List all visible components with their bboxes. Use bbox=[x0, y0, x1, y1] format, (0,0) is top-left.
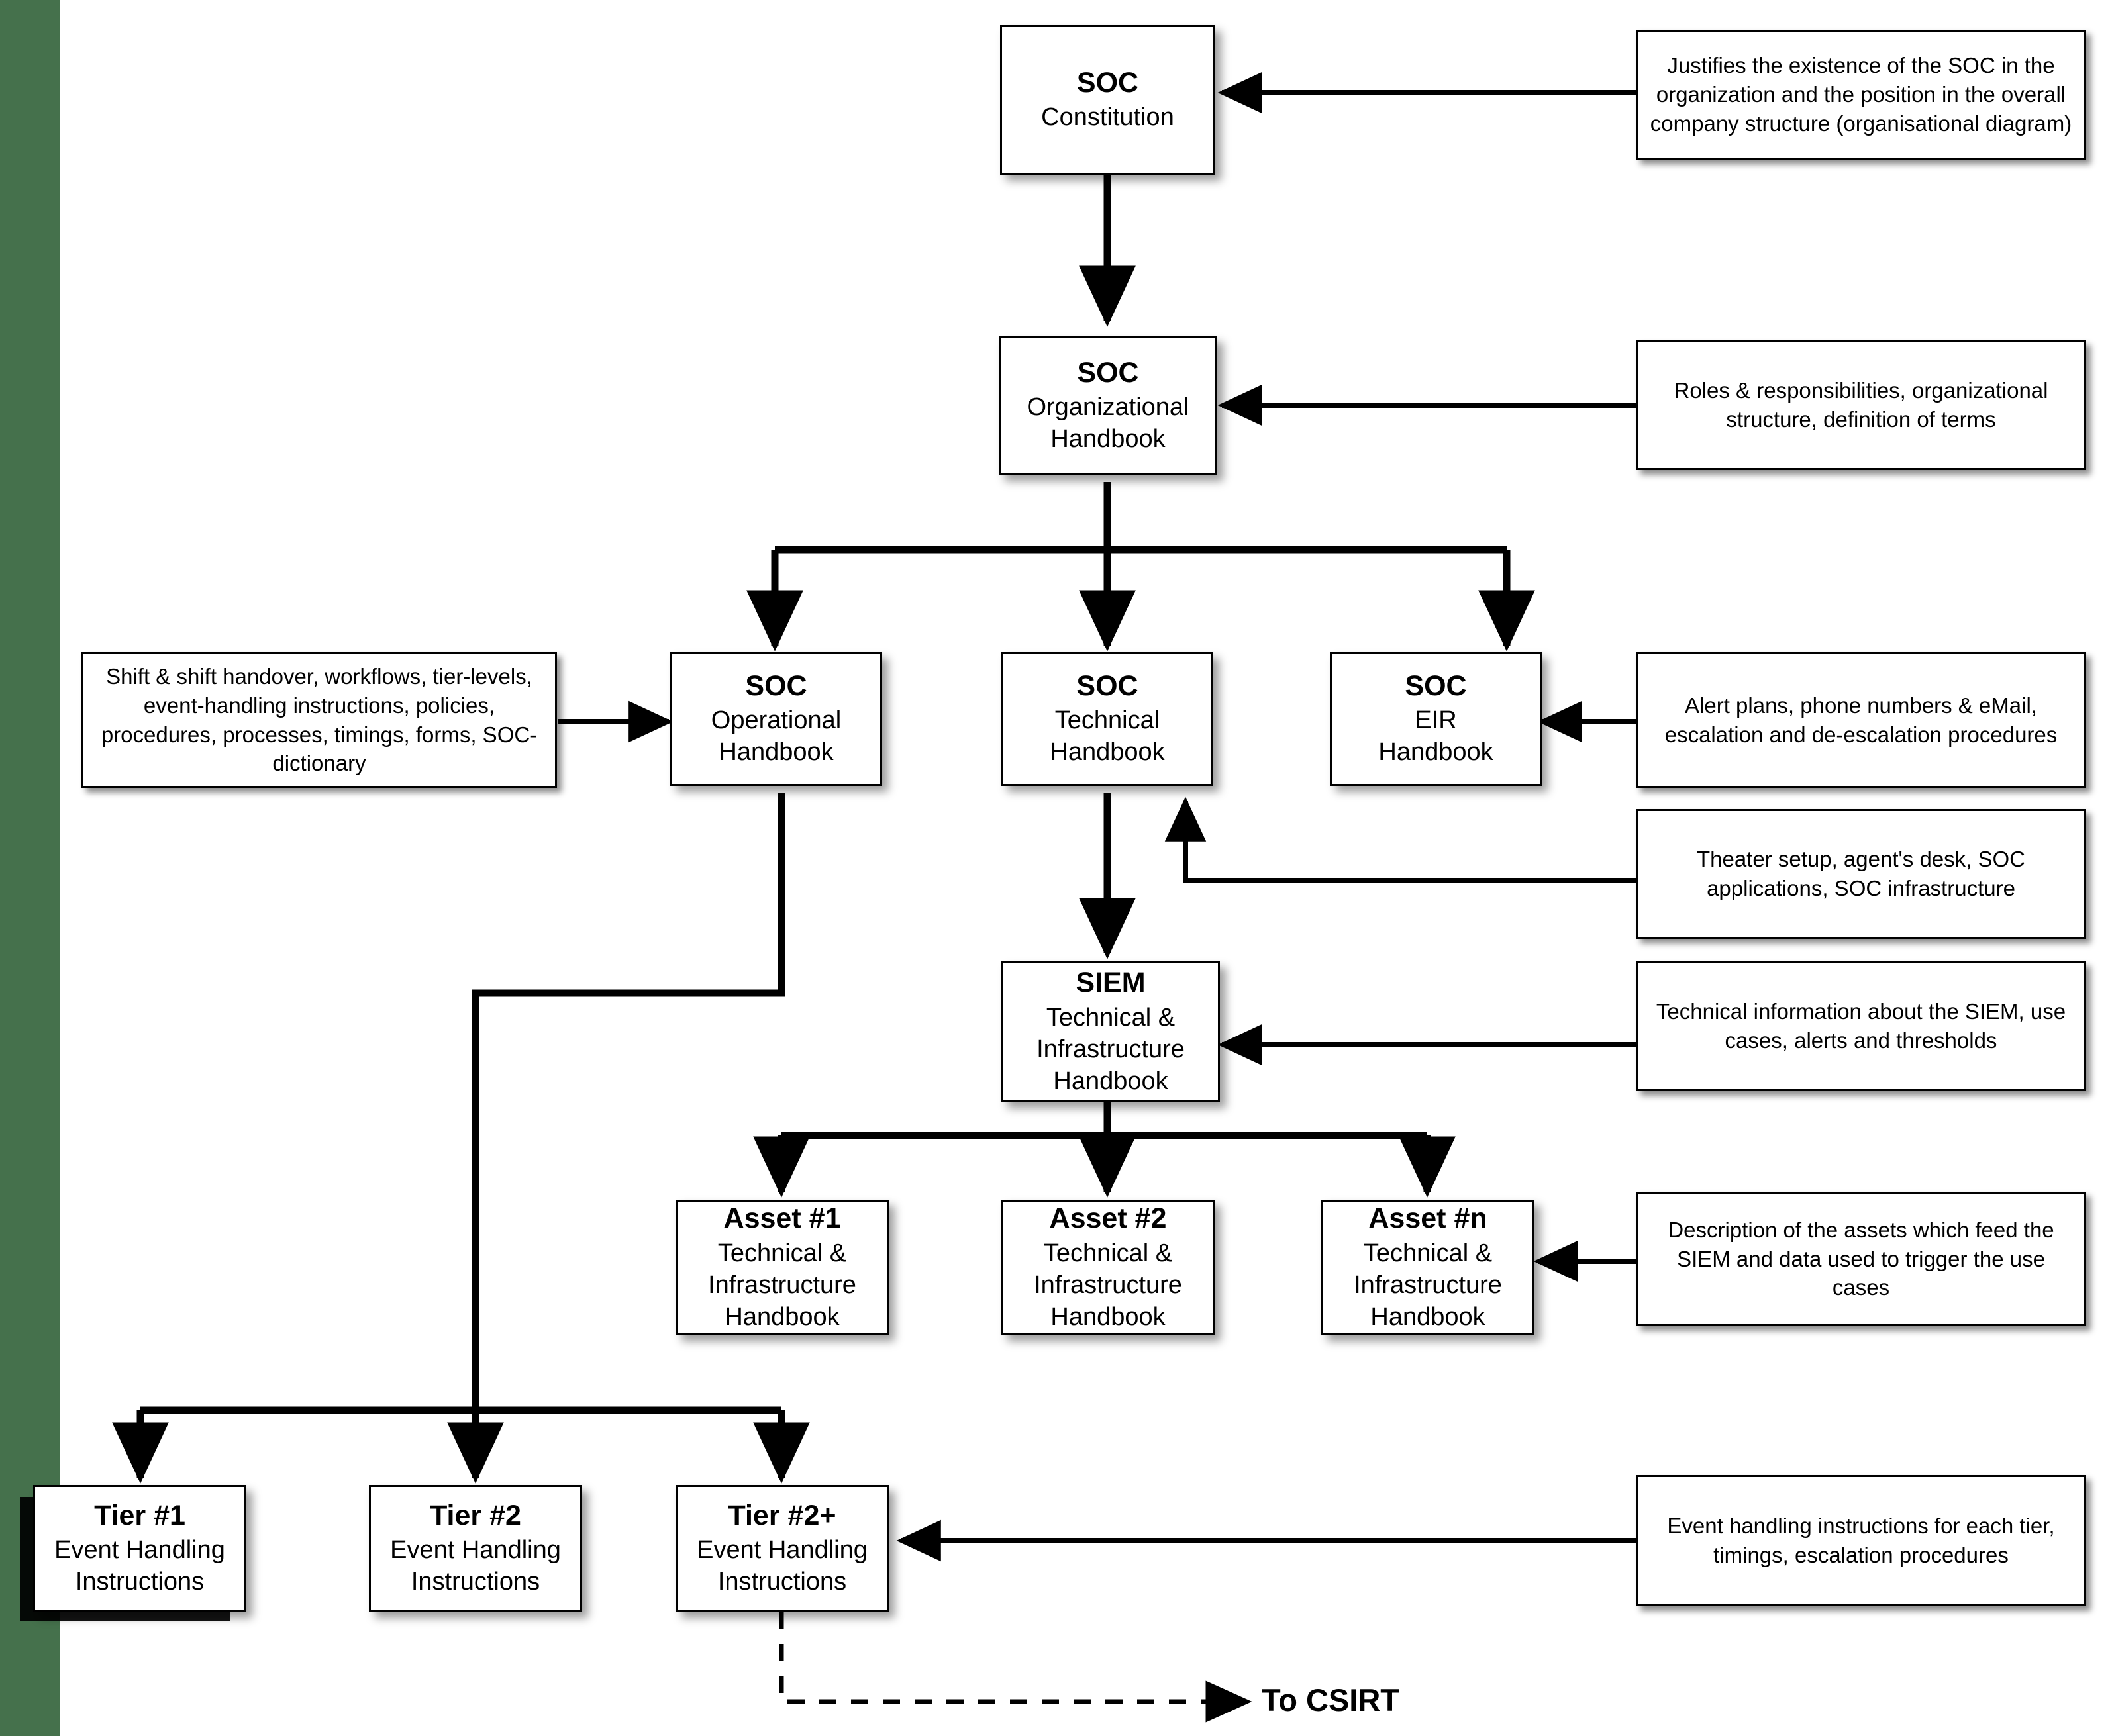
node-soc-operational-handbook[interactable]: SOC Operational Handbook bbox=[670, 652, 882, 786]
note-text: Alert plans, phone numbers & eMail, esca… bbox=[1664, 693, 2058, 747]
note-constitution: Justifies the existence of the SOC in th… bbox=[1636, 30, 2086, 160]
note-text: Event handling instructions for each tie… bbox=[1667, 1514, 2055, 1567]
label-to-csirt: To CSIRT bbox=[1262, 1682, 1399, 1717]
note-siem: Technical information about the SIEM, us… bbox=[1636, 961, 2086, 1091]
node-title: Tier #2+ bbox=[728, 1499, 836, 1531]
node-siem-handbook[interactable]: SIEM Technical & Infrastructure Handbook bbox=[1001, 961, 1220, 1102]
node-title: Asset #n bbox=[1368, 1202, 1487, 1235]
node-asset-2[interactable]: Asset #2 Technical & Infrastructure Hand… bbox=[1001, 1200, 1215, 1335]
node-subtitle: Technical & Infrastructure Handbook bbox=[708, 1239, 856, 1331]
node-title: Asset #2 bbox=[1049, 1202, 1167, 1235]
node-title: SOC bbox=[745, 669, 807, 702]
node-title: Tier #1 bbox=[94, 1499, 185, 1531]
node-subtitle: Operational Handbook bbox=[711, 706, 842, 767]
wire-note-technical bbox=[1164, 796, 1636, 883]
note-asset: Description of the assets which feed the… bbox=[1636, 1192, 2086, 1326]
node-title: SOC bbox=[1076, 66, 1139, 99]
node-title: SOC bbox=[1076, 669, 1138, 702]
wire-tier2plus-to-csirt bbox=[779, 1612, 1252, 1723]
node-soc-technical-handbook[interactable]: SOC Technical Handbook bbox=[1001, 652, 1213, 786]
note-text: Justifies the existence of the SOC in th… bbox=[1650, 53, 2072, 136]
note-eir: Alert plans, phone numbers & eMail, esca… bbox=[1636, 652, 2086, 788]
node-asset-n[interactable]: Asset #n Technical & Infrastructure Hand… bbox=[1321, 1200, 1534, 1335]
node-subtitle: Event Handling Instructions bbox=[54, 1536, 225, 1596]
node-asset-1[interactable]: Asset #1 Technical & Infrastructure Hand… bbox=[676, 1200, 889, 1335]
node-tier-2[interactable]: Tier #2 Event Handling Instructions bbox=[369, 1485, 582, 1612]
node-title: SIEM bbox=[1076, 967, 1146, 999]
note-organizational: Roles & responsibilities, organizational… bbox=[1636, 340, 2086, 470]
note-technical: Theater setup, agent's desk, SOC applica… bbox=[1636, 809, 2086, 939]
left-green-band bbox=[0, 0, 60, 1736]
node-tier-2-plus[interactable]: Tier #2+ Event Handling Instructions bbox=[676, 1485, 889, 1612]
node-subtitle: Technical & Infrastructure Handbook bbox=[1034, 1239, 1182, 1331]
node-soc-organizational-handbook[interactable]: SOC Organizational Handbook bbox=[999, 336, 1217, 475]
node-title: SOC bbox=[1405, 669, 1467, 702]
note-text: Technical information about the SIEM, us… bbox=[1656, 999, 2066, 1053]
node-title: Asset #1 bbox=[723, 1202, 841, 1235]
note-text: Roles & responsibilities, organizational… bbox=[1674, 378, 2048, 432]
note-operational: Shift & shift handover, workflows, tier-… bbox=[81, 652, 557, 788]
note-tier: Event handling instructions for each tie… bbox=[1636, 1475, 2086, 1606]
node-soc-eir-handbook[interactable]: SOC EIR Handbook bbox=[1330, 652, 1542, 786]
node-subtitle: Event Handling Instructions bbox=[697, 1536, 868, 1596]
node-tier-1[interactable]: Tier #1 Event Handling Instructions bbox=[33, 1485, 246, 1612]
node-title: SOC bbox=[1077, 356, 1139, 389]
node-subtitle: Event Handling Instructions bbox=[390, 1536, 561, 1596]
node-soc-constitution[interactable]: SOC Constitution bbox=[1000, 25, 1215, 175]
note-text: Shift & shift handover, workflows, tier-… bbox=[101, 663, 538, 776]
node-subtitle: Organizational Handbook bbox=[1027, 393, 1189, 454]
node-title: Tier #2 bbox=[430, 1499, 521, 1531]
note-text: Theater setup, agent's desk, SOC applica… bbox=[1696, 847, 2026, 900]
node-subtitle: EIR Handbook bbox=[1378, 706, 1493, 767]
node-subtitle: Technical Handbook bbox=[1050, 706, 1165, 767]
node-subtitle: Technical & Infrastructure Handbook bbox=[1036, 1004, 1185, 1095]
node-subtitle: Constitution bbox=[1041, 103, 1174, 132]
note-text: Description of the assets which feed the… bbox=[1668, 1217, 2054, 1300]
node-subtitle: Technical & Infrastructure Handbook bbox=[1354, 1239, 1502, 1331]
